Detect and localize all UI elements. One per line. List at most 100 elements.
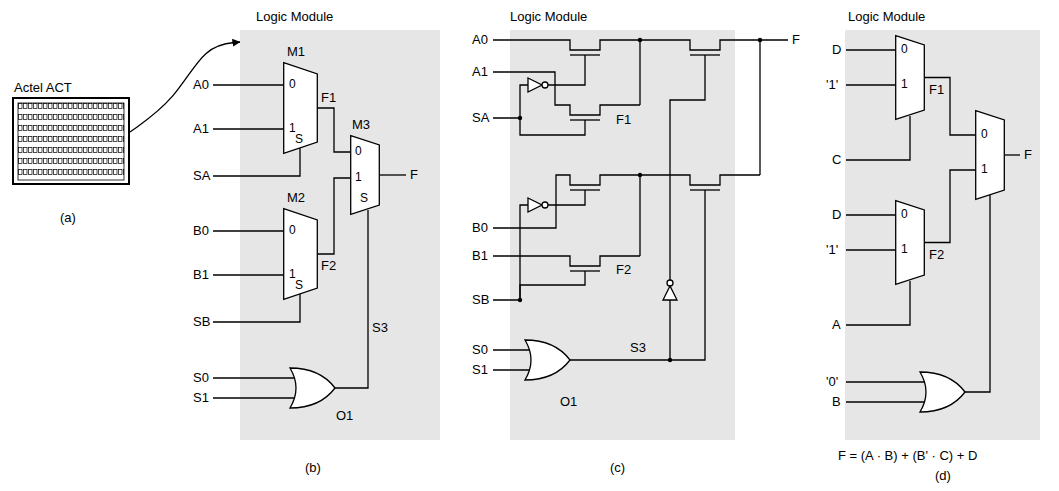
signal-name: SB	[472, 292, 489, 307]
signal-name: SA	[472, 110, 489, 125]
wire	[213, 230, 283, 231]
chip-array	[18, 103, 124, 180]
wire-label: F2	[321, 258, 336, 273]
mux-label: 1	[901, 77, 908, 92]
signal-name: B0	[193, 223, 209, 238]
signal-name: D	[832, 207, 841, 222]
wire	[493, 369, 530, 370]
module-panel	[240, 30, 1040, 440]
wire	[493, 175, 560, 228]
gate-name: O1	[336, 408, 353, 423]
signal-name: C	[832, 152, 841, 167]
signal-name: B	[832, 394, 841, 409]
logic-module-panel: Logic Module	[510, 30, 735, 440]
mux-label: S	[295, 278, 303, 293]
signal-name: F	[410, 167, 418, 182]
wire	[520, 205, 528, 300]
signal-name: F	[792, 32, 800, 47]
signal-name: '0'	[826, 374, 838, 389]
wire	[846, 214, 895, 215]
module-title: Logic Module	[256, 9, 333, 24]
signal-name: A0	[472, 32, 488, 47]
signal-name: A1	[472, 64, 488, 79]
pass-transistor	[570, 119, 600, 120]
mux-label: 1	[981, 162, 988, 177]
logic-equation: F = (A · B) + (B' · C) + D	[838, 448, 977, 463]
signal-name: B0	[472, 220, 488, 235]
wire	[493, 72, 560, 105]
inverter-symbol	[528, 78, 542, 92]
or-gate	[290, 368, 335, 408]
mux-outline	[895, 35, 925, 120]
wire	[493, 349, 530, 350]
mux-wire	[318, 108, 350, 152]
signal-name: S3	[372, 320, 388, 335]
pass-transistor	[560, 40, 788, 271]
signal-name: F2	[616, 262, 631, 277]
wire	[493, 271, 585, 300]
mux-label: 0	[289, 223, 296, 238]
signal-name: B1	[472, 248, 488, 263]
wire	[493, 255, 560, 256]
mux-wire	[925, 78, 975, 136]
wire	[335, 210, 368, 388]
wire	[213, 377, 296, 378]
gate-name: O1	[560, 394, 577, 409]
inverter-symbol	[542, 82, 548, 88]
signal-name: S1	[472, 362, 488, 377]
wire-label: F1	[929, 82, 944, 97]
junction-dot	[668, 358, 672, 362]
mux-outline	[284, 63, 318, 154]
chip-box: Actel ACT	[12, 97, 130, 185]
junction-dot	[758, 38, 762, 42]
signal-name: F1	[616, 112, 631, 127]
wire	[846, 249, 895, 250]
signal-name: B1	[193, 267, 209, 282]
module-panel	[845, 30, 1040, 440]
wire	[548, 190, 585, 205]
inverter-symbol	[663, 286, 677, 300]
wire	[759, 40, 760, 175]
wire	[1005, 154, 1020, 155]
pass-transistor	[560, 175, 640, 185]
inverter-symbol	[528, 198, 542, 212]
mux-outline	[284, 209, 318, 300]
wire	[669, 300, 670, 360]
mux-label: S	[360, 191, 368, 206]
mux-symbol: 01	[895, 200, 925, 285]
mux-label: 0	[981, 127, 988, 142]
pass-transistor	[640, 40, 788, 50]
figure-tag: (a)	[60, 210, 76, 225]
wire	[846, 116, 910, 160]
signal-name: SA	[193, 168, 210, 183]
wire	[380, 174, 406, 175]
figure-tag: (d)	[935, 468, 951, 483]
wire	[846, 84, 895, 85]
zoom-arrow	[130, 42, 240, 132]
inverter-symbol	[542, 202, 548, 208]
wire	[639, 40, 640, 105]
junction-dot	[638, 173, 642, 177]
mux-outline	[896, 201, 925, 285]
inverter-symbol	[528, 78, 677, 300]
pass-transistor	[560, 40, 640, 50]
mux-outline	[975, 110, 1005, 200]
wire	[846, 381, 926, 382]
inverter-symbol	[667, 280, 673, 286]
signal-name: D	[832, 42, 841, 57]
mux-symbol: M301S	[350, 135, 380, 215]
module-panel	[510, 30, 735, 440]
mux-label: 1	[355, 170, 362, 185]
mux-label: M1	[287, 44, 305, 59]
or-gate	[525, 340, 570, 380]
mux-label: S	[295, 132, 303, 147]
pass-transistor	[640, 175, 760, 185]
mux-outline	[896, 36, 925, 120]
mux-label: M2	[287, 190, 305, 205]
mux-symbol: 01	[975, 110, 1005, 200]
mux-wire	[318, 178, 350, 254]
or-gate	[290, 340, 965, 412]
figure-tag: (b)	[305, 460, 321, 475]
figure-tag: (c)	[610, 460, 625, 475]
junction-dot	[518, 116, 522, 120]
